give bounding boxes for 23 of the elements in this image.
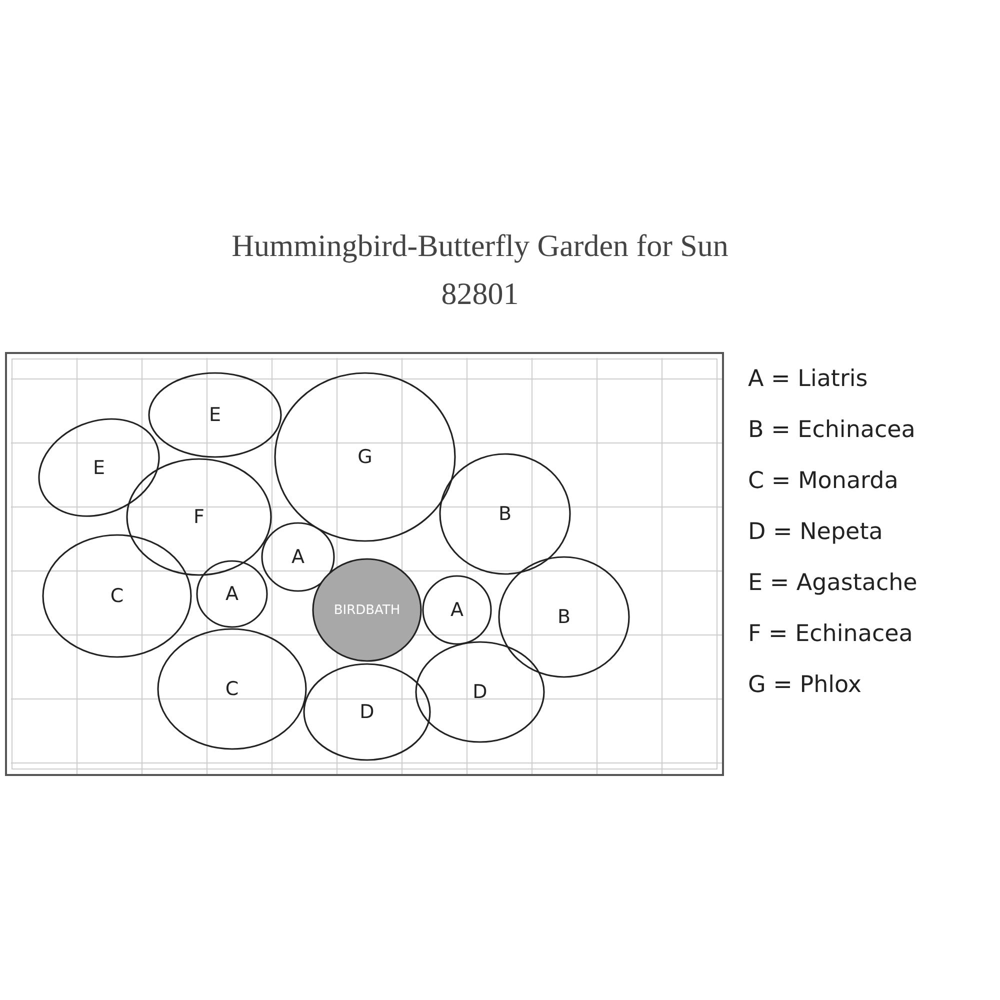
plant-letter: F — [194, 506, 204, 528]
diagram-title: Hummingbird-Butterfly Garden for Sun 82801 — [230, 227, 730, 313]
birdbath-label: BIRDBATH — [334, 602, 400, 618]
plant-letter: D — [472, 681, 488, 703]
legend-entry: C = Monarda — [748, 468, 898, 494]
plant-letter: B — [557, 606, 571, 628]
plant-letter: E — [92, 456, 105, 479]
plant-letter: A — [450, 599, 464, 621]
legend-entry: D = Nepeta — [748, 519, 883, 545]
legend-entry: E = Agastache — [748, 570, 918, 596]
legend-entry: G = Phlox — [748, 672, 862, 698]
legend-entry: B = Echinacea — [748, 417, 916, 443]
plant-letter: A — [292, 546, 304, 568]
legend-entry: F = Echinacea — [748, 621, 913, 647]
plant-letter: G — [358, 446, 372, 468]
plant-letter: D — [360, 701, 374, 723]
garden-bed-grid — [5, 352, 724, 776]
plant-letter: A — [226, 583, 238, 605]
plant-letter: B — [498, 503, 512, 525]
legend-entry: A = Liatris — [748, 366, 868, 392]
plant-letter: C — [110, 585, 124, 607]
plant-letter: C — [225, 678, 239, 700]
plant-letter: E — [208, 404, 221, 426]
